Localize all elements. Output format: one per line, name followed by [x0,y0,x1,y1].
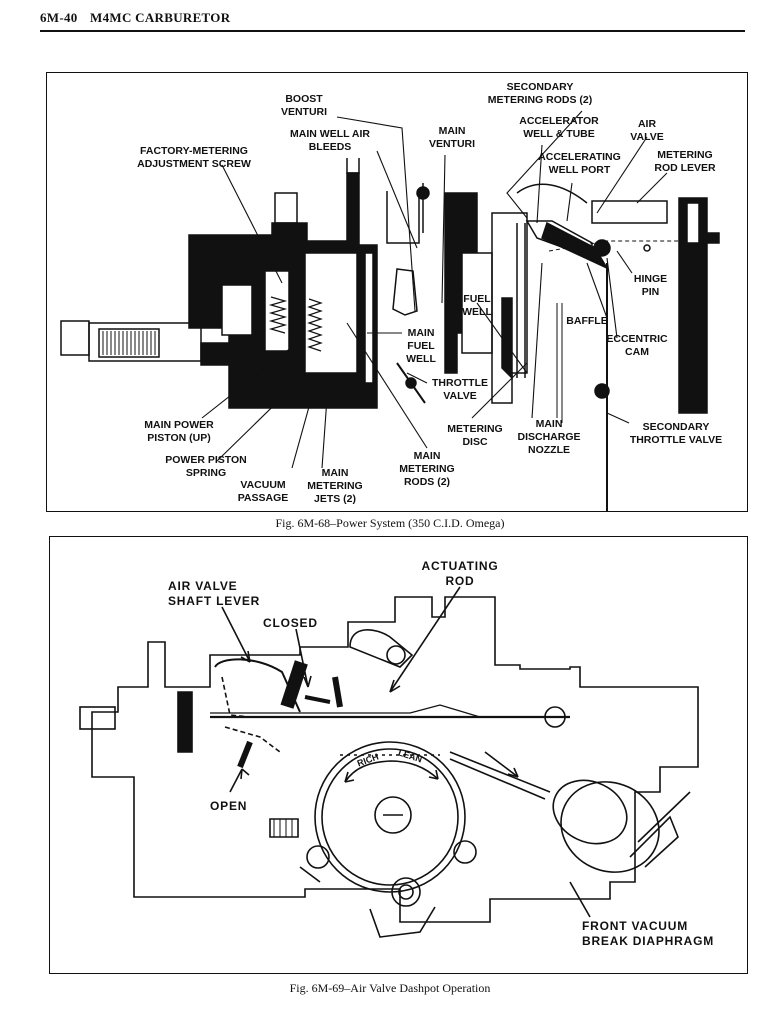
label-baffle: BAFFLE [566,315,608,327]
label-front-vacuum-break: FRONT VACUUM BREAK DIAPHRAGM [582,919,714,948]
label-throttle-valve: THROTTLE VALVE [432,377,488,402]
label-factory-metering-screw: FACTORY-METERING ADJUSTMENT SCREW [137,145,251,170]
label-hinge-pin: HINGE PIN [633,273,668,298]
label-secondary-throttle-valve: SECONDARY THROTTLE VALVE [629,421,723,446]
label-accelerator-well-tube: ACCELERATOR WELL & TUBE [519,115,599,140]
label-main-metering-rods: MAIN METERING RODS (2) [399,450,455,488]
figure-power-system: BOOST VENTURI MAIN WELL AIR BLEEDS MAIN … [46,72,748,512]
label-main-fuel-well: MAIN FUEL WELL [406,327,436,365]
label-vacuum-passage: VACUUM PASSAGE [237,479,289,504]
section-title: M4MC CARBURETOR [90,10,231,25]
figure1-caption: Fig. 6M-68–Power System (350 C.I.D. Omeg… [275,516,505,530]
label-metering-disc: METERING DISC [447,423,503,448]
label-power-piston-spring: POWER PISTON SPRING [165,454,247,479]
label-secondary-metering-rods: SECONDARY METERING RODS (2) [487,81,593,106]
label-open: OPEN [210,799,248,813]
label-boost-venturi: BOOST VENTURI [280,93,328,118]
label-metering-rod-lever: METERING ROD LEVER [654,149,716,174]
dashpot-drawing [79,586,699,938]
label-main-venturi: MAIN VENTURI [428,125,476,150]
label-main-discharge-nozzle: MAIN DISCHARGE NOZZLE [517,418,581,456]
label-main-metering-jets: MAIN METERING JETS (2) [307,467,363,505]
label-closed: CLOSED [263,616,318,630]
figure2-caption: Fig. 6M-69–Air Valve Dashpot Operation [289,981,491,995]
label-main-well-air-bleeds: MAIN WELL AIR BLEEDS [290,128,370,153]
label-main-power-piston: MAIN POWER PISTON (UP) [144,419,214,444]
page-header: 6M-40 M4MC CARBURETOR [40,8,745,32]
label-actuating-rod: ACTUATING ROD [421,559,499,588]
page-number: 6M-40 [40,10,78,25]
label-fuel-well: FUEL WELL [462,293,492,318]
label-eccentric-cam: ECCENTRIC CAM [606,333,668,358]
label-air-valve-shaft-lever: AIR VALVE SHAFT LEVER [168,579,261,608]
power-system-drawing [60,110,720,511]
figure-air-valve-dashpot: ACTUATING ROD AIR VALVE SHAFT LEVER CLOS… [49,536,748,974]
label-accelerating-well-port: ACCELERATING WELL PORT [538,151,621,176]
label-air-valve: AIR VALVE [630,118,664,143]
